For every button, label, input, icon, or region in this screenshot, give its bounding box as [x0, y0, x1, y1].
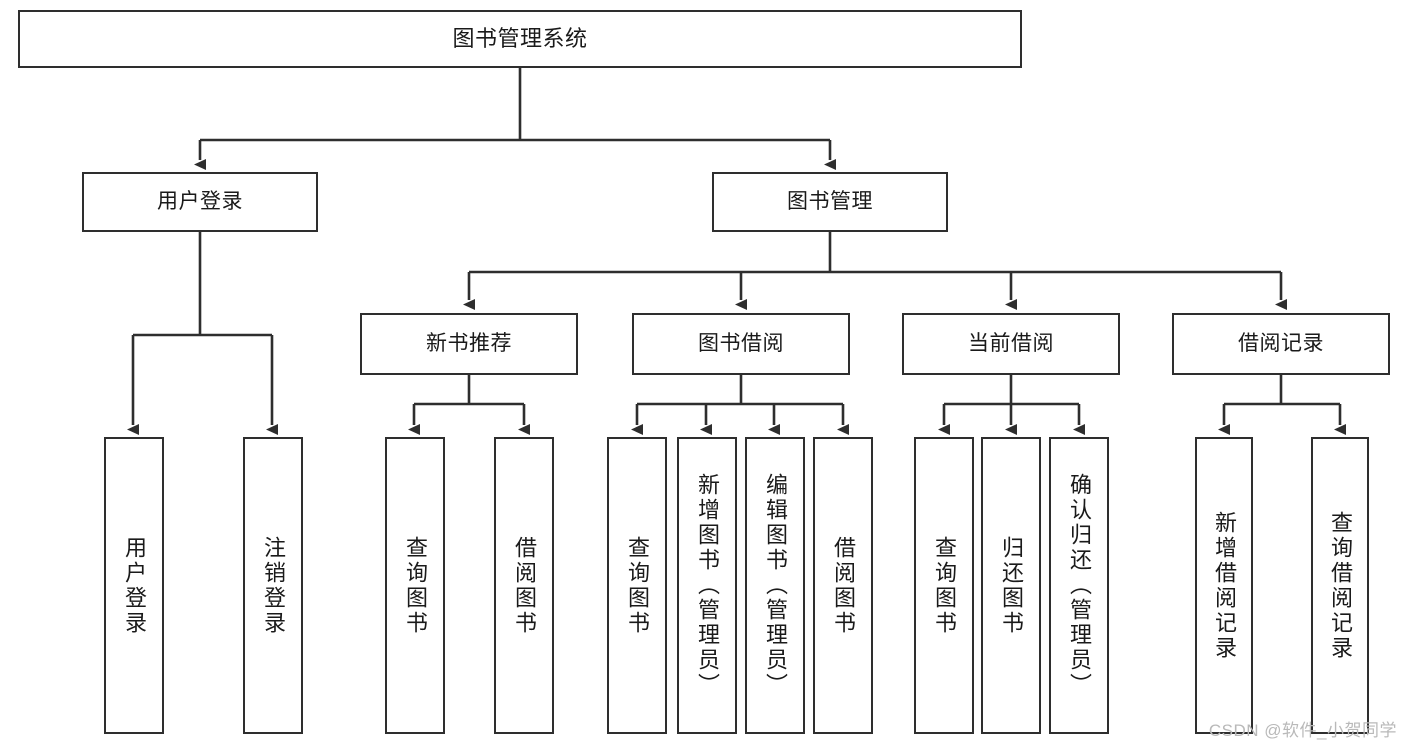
node-label: 新增借阅记录 [1212, 510, 1237, 661]
node-book-management[interactable]: 图书管理 [712, 172, 948, 232]
leaf-query-borrow-record[interactable]: 查询借阅记录 [1311, 437, 1369, 734]
node-new-book-recommend[interactable]: 新书推荐 [360, 313, 578, 375]
node-label: 归还图书 [999, 535, 1024, 636]
node-book-borrow[interactable]: 图书借阅 [632, 313, 850, 375]
node-label: 图书管理系统 [452, 26, 588, 52]
node-label: 借阅图书 [831, 535, 856, 636]
leaf-logout[interactable]: 注销登录 [243, 437, 303, 734]
leaf-confirm-return-admin[interactable]: 确认归还（管理员） [1049, 437, 1109, 734]
leaf-query-book-borrow[interactable]: 查询图书 [607, 437, 667, 734]
csdn-watermark: CSDN @软件_小贺同学 [1208, 721, 1397, 740]
node-label: 查询借阅记录 [1328, 510, 1353, 661]
leaf-add-book-admin[interactable]: 新增图书（管理员） [677, 437, 737, 734]
node-label: 借阅记录 [1238, 331, 1324, 355]
node-current-borrow[interactable]: 当前借阅 [902, 313, 1120, 375]
node-user-login[interactable]: 用户登录 [82, 172, 318, 232]
leaf-query-book-current[interactable]: 查询图书 [914, 437, 974, 734]
node-label: 编辑图书（管理员） [763, 473, 788, 698]
node-label: 查询图书 [625, 535, 650, 636]
leaf-edit-book-admin[interactable]: 编辑图书（管理员） [745, 437, 805, 734]
leaf-return-book[interactable]: 归还图书 [981, 437, 1041, 734]
node-label: 图书借阅 [698, 331, 784, 355]
node-label: 查询图书 [932, 535, 957, 636]
leaf-query-book-new[interactable]: 查询图书 [385, 437, 445, 734]
node-label: 确认归还（管理员） [1067, 473, 1092, 698]
leaf-borrow-book[interactable]: 借阅图书 [813, 437, 873, 734]
leaf-add-borrow-record[interactable]: 新增借阅记录 [1195, 437, 1253, 734]
node-label: 当前借阅 [968, 331, 1054, 355]
node-label: 注销登录 [261, 535, 286, 636]
node-label: 用户登录 [157, 189, 243, 213]
node-label: 查询图书 [403, 535, 428, 636]
node-label: 新增图书（管理员） [695, 473, 720, 698]
node-label: 用户登录 [122, 535, 147, 636]
node-borrow-record[interactable]: 借阅记录 [1172, 313, 1390, 375]
node-label: 借阅图书 [512, 535, 537, 636]
leaf-user-login[interactable]: 用户登录 [104, 437, 164, 734]
leaf-borrow-book-new[interactable]: 借阅图书 [494, 437, 554, 734]
node-label: 图书管理 [787, 189, 873, 213]
node-label: 新书推荐 [426, 331, 512, 355]
node-root-system[interactable]: 图书管理系统 [18, 10, 1022, 68]
